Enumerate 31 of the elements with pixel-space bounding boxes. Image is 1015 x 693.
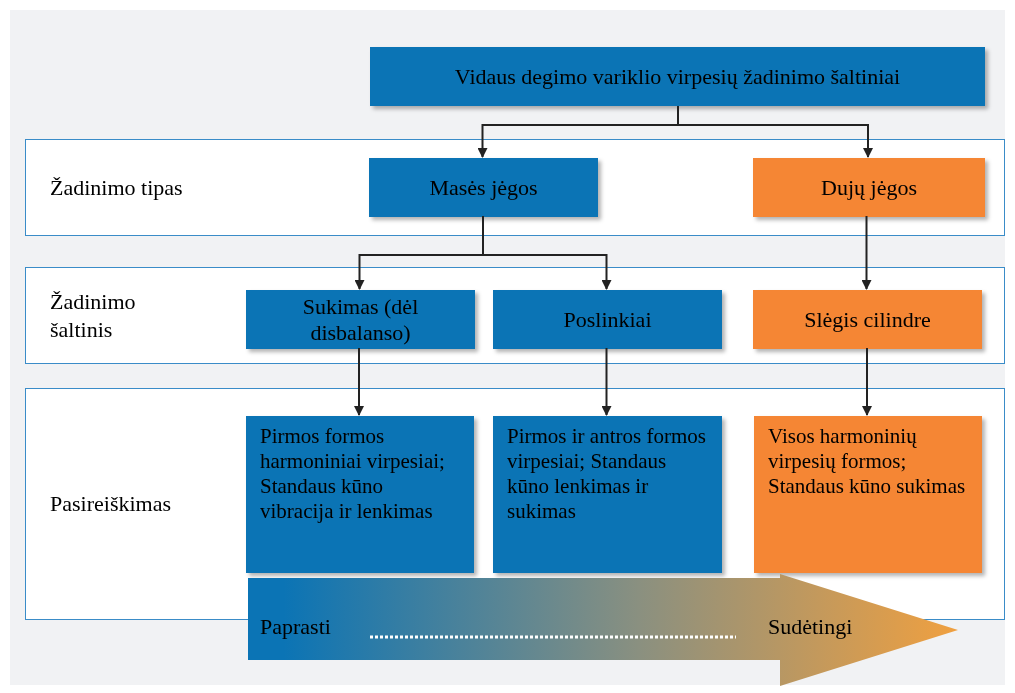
box-text: Vidaus degimo variklio virpesių žadinimo šaltiniai (454, 63, 901, 90)
process-box (753, 158, 985, 217)
process-box (370, 47, 985, 106)
box-text: Dujų jėgos (821, 174, 917, 201)
row-label: Žadinimo tipas (50, 173, 184, 202)
box-text: Poslinkiai (563, 306, 652, 333)
arrow (677, 105, 873, 158)
arrow (862, 347, 872, 416)
process-box (754, 416, 982, 573)
process-box (246, 416, 474, 573)
arrow-label: Paprasti (260, 614, 331, 640)
box-text: Pirmos formos harmoniniai virpesiai; Standaus kūno vibracija ir lenkimas (260, 424, 446, 524)
process-box (753, 290, 982, 349)
box-text: Masės jėgos (429, 174, 538, 201)
process-box (493, 416, 722, 573)
gradient-arrow (248, 574, 958, 686)
process-box (493, 290, 722, 349)
box-text: Pirmos ir antros formos virpesiai; Standaus kūno lenkimas ir sukimas (507, 424, 707, 524)
row-label: Pasireiškimas (50, 490, 172, 518)
band-panel (25, 267, 1005, 364)
arrow (354, 347, 364, 416)
process-box (246, 290, 475, 349)
box-text: Sukimas (dėl disbalanso) (301, 293, 420, 346)
box-text: Slėgis cilindre (804, 306, 931, 333)
arrow (601, 347, 612, 416)
process-box (369, 158, 598, 217)
box-text: Visos harmoninių virpesių formos; Standaus kūno sukimas (768, 424, 967, 499)
row-label: Žadinimo šaltinis (50, 287, 137, 344)
arrow (861, 215, 872, 290)
band-panel (25, 139, 1005, 236)
arrow-label: Sudėtingi (768, 614, 853, 640)
